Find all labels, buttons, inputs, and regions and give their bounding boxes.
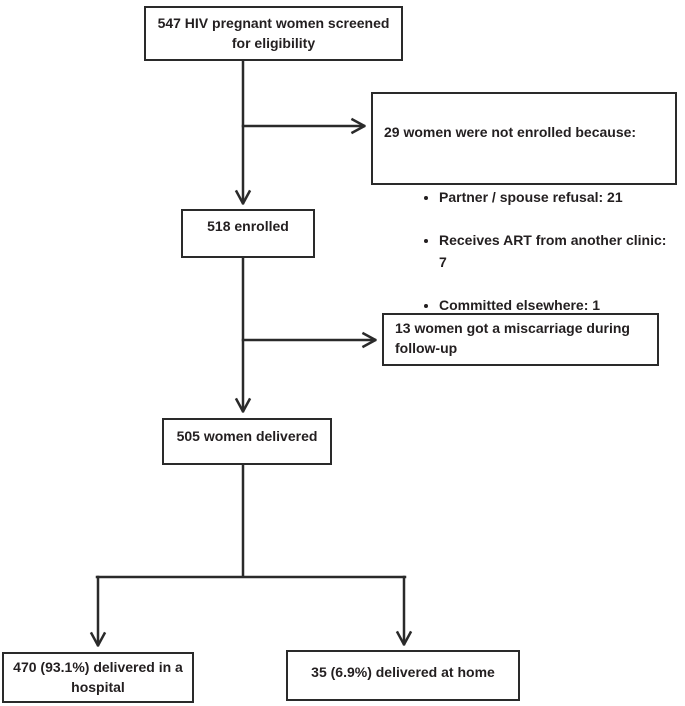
screened-box: 547 HIV pregnant women screened for elig… bbox=[144, 6, 403, 61]
delivered-label: 505 women delivered bbox=[176, 427, 318, 444]
not-enrolled-item-art-other-clinic: Receives ART from another clinic: 7 bbox=[439, 230, 667, 273]
delivered-box: 505 women delivered bbox=[162, 418, 332, 465]
miscarriage-box: 13 women got a miscarriage during follow… bbox=[382, 313, 659, 366]
not-enrolled-item-committed-elsewhere: Committed elsewhere: 1 bbox=[439, 295, 667, 317]
screened-label: 547 HIV pregnant women screened for elig… bbox=[157, 14, 390, 51]
not-enrolled-box: 29 women were not enrolled because: Part… bbox=[371, 92, 677, 313]
not-enrolled-item-partner-refusal: Partner / spouse refusal: 21 bbox=[439, 187, 667, 209]
delivered-hospital-label: 470 (93.1%) delivered in a hospital bbox=[13, 658, 183, 695]
not-enrolled-list: Partner / spouse refusal: 21 Receives AR… bbox=[384, 165, 667, 339]
miscarriage-label: 13 women got a miscarriage during follow… bbox=[395, 319, 630, 356]
delivered-hospital-box: 470 (93.1%) delivered in a hospital bbox=[2, 652, 194, 703]
delivered-home-box: 35 (6.9%) delivered at home bbox=[286, 650, 520, 701]
enrolled-box: 518 enrolled bbox=[181, 209, 315, 258]
delivered-home-label: 35 (6.9%) delivered at home bbox=[311, 663, 495, 680]
enrolled-label: 518 enrolled bbox=[207, 218, 289, 235]
not-enrolled-title: 29 women were not enrolled because: bbox=[384, 123, 637, 140]
